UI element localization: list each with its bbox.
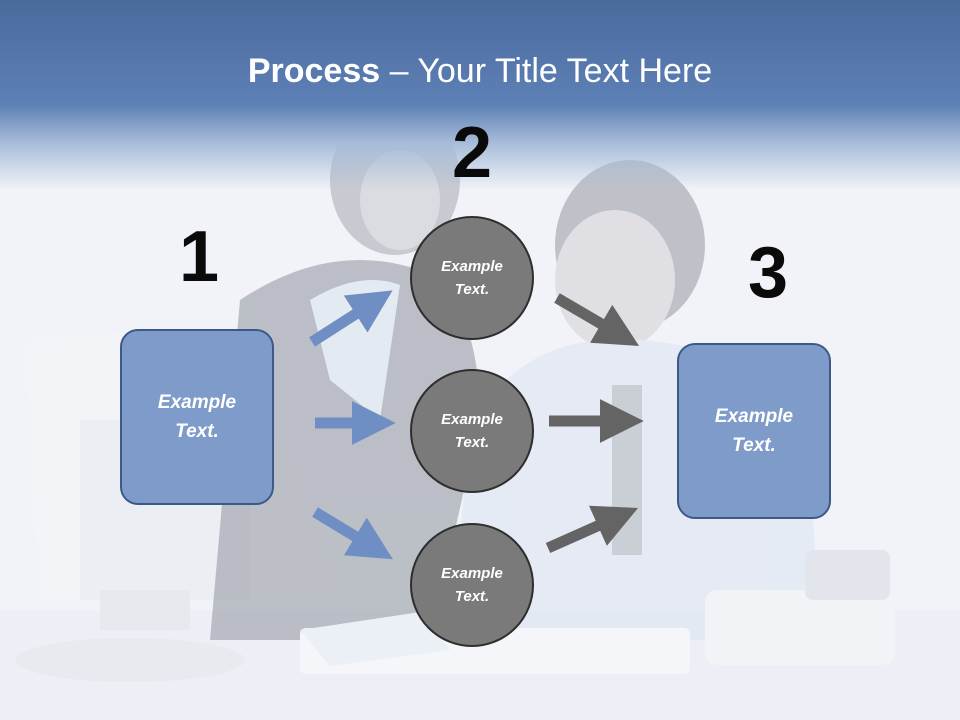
- title-bar: [0, 0, 960, 190]
- circle-top-text: Example Text.: [441, 258, 503, 298]
- step1-box-text: Example Text.: [157, 392, 237, 442]
- step2-circle-middle[interactable]: Example Text.: [410, 369, 534, 493]
- arrow-circle1-to-box2: [554, 293, 640, 346]
- step-number-3: 3: [747, 233, 789, 313]
- step3-box-text: Example Text.: [714, 406, 794, 456]
- slide-title: Process – Your Title Text Here: [0, 52, 960, 91]
- step2-circle-top[interactable]: Example Text.: [410, 216, 534, 340]
- step2-circle-bottom[interactable]: Example Text.: [410, 523, 534, 647]
- title-rest-part: – Your Title Text Here: [380, 52, 713, 90]
- arrow-circle3-to-box2: [545, 505, 639, 554]
- step1-box[interactable]: Example Text.: [120, 329, 274, 505]
- arrow-box1-to-circle3: [312, 507, 393, 560]
- title-bold-part: Process: [247, 52, 381, 90]
- arrow-box1-to-circle1: [309, 290, 393, 347]
- circle-bottom-text: Example Text.: [441, 565, 503, 605]
- phone-image: [705, 550, 895, 665]
- paper-image: [300, 612, 450, 666]
- step-number-1: 1: [178, 217, 220, 297]
- step3-box[interactable]: Example Text.: [677, 343, 831, 519]
- circle-middle-text: Example Text.: [441, 411, 503, 451]
- step-number-2: 2: [451, 113, 493, 193]
